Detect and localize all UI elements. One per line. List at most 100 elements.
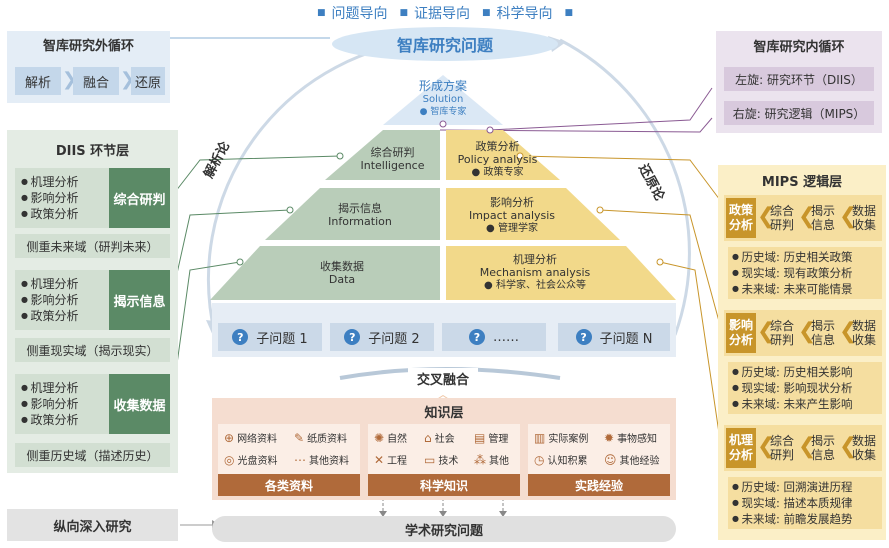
inner-loop-item: 右旋: 研究逻辑（MIPS） — [732, 106, 866, 121]
diis-panel: DIIS 环节层 机理分析影响分析政策分析 综合研判 侧重未来域（研判未来） 机… — [7, 130, 178, 473]
mips-label-policy: 政策 分析 — [726, 198, 756, 238]
tag-evidence-oriented: 证据导向 — [414, 6, 470, 22]
inner-loop-right-spin: 右旋: 研究逻辑（MIPS） — [724, 101, 874, 125]
chevron-left-icon: ❮ — [839, 319, 858, 344]
outer-step-restore: 还原 — [131, 67, 165, 95]
diis-group-3: 机理分析影响分析政策分析 收集数据 — [15, 374, 170, 434]
subproblem-1: ? 子问题 1 — [218, 323, 322, 351]
right-arc — [559, 38, 691, 336]
more-icon: ⋯ — [294, 452, 306, 467]
policy-cn: 政策分析 — [475, 139, 520, 153]
pyramid-left-label-3: 收集数据 Data — [262, 256, 422, 290]
knowledge-item: ⊕网络资料 — [224, 430, 278, 446]
outer-step-fuse: 融合 — [73, 67, 119, 95]
impact-cn: 影响分析 — [490, 195, 534, 209]
people-icon: ☺ — [604, 452, 617, 467]
information-cn: 揭示信息 — [338, 202, 382, 215]
chevron-left-icon: ❮ — [839, 204, 858, 229]
knowledge-footer-materials: 各类资料 — [218, 474, 360, 496]
knowledge-item: ⋯其他资料 — [294, 452, 349, 468]
pyramid-right-tier-3 — [446, 246, 676, 300]
diis-line-2 — [171, 209, 291, 297]
subproblem-2: ? 子问题 2 — [330, 323, 434, 351]
knowledge-item: ▥实际案例 — [534, 430, 589, 446]
outer-loop-title: 智库研究外循环 — [42, 38, 134, 54]
intelligence-en: Intelligence — [360, 159, 425, 172]
mips-step: 综合 研判 — [769, 204, 794, 232]
building-icon: ⌂ — [424, 430, 432, 445]
mips-step: 综合 研判 — [769, 319, 794, 347]
tools-icon: ✕ — [374, 452, 385, 467]
academic-issue-bar: 学术研究问题 — [212, 516, 676, 542]
vertical-research-box: 纵向深入研究 — [7, 509, 178, 541]
policy-en: Policy analysis — [457, 152, 538, 166]
chevron-left-icon: ❮ — [757, 434, 776, 459]
main-issue-ellipse: 智库研究问题 — [332, 27, 558, 61]
question-icon: ? — [344, 329, 361, 345]
question-icon: ? — [575, 329, 592, 345]
diis-label-reveal: 揭示信息 — [109, 270, 170, 330]
knowledge-item: ⁂其他 — [474, 452, 509, 468]
knowledge-footer-science: 科学知识 — [368, 474, 520, 496]
mips-bullets-impact: 历史域: 历史相关影响现实域: 影响现状分析未来域: 未来产生影响 — [728, 362, 882, 414]
bar-chart-icon: ▥ — [534, 430, 546, 445]
mips-step: 综合 研判 — [769, 434, 794, 462]
knowledge-item: ✹事物感知 — [604, 430, 658, 446]
subproblem-label: 子问题 N — [599, 331, 653, 347]
mechanism-cn: 机理分析 — [513, 252, 557, 266]
knowledge-item: ☺其他经验 — [604, 452, 660, 468]
inner-loop-line-2 — [439, 117, 713, 133]
solution-who: ● 智库专家 — [419, 106, 467, 117]
pyramid-left-tier-1 — [325, 130, 440, 180]
diis-group-2: 机理分析影响分析政策分析 揭示信息 — [15, 270, 170, 330]
solution-en: Solution — [422, 93, 464, 105]
chevron-left-icon: ❮ — [798, 204, 817, 229]
tag-problem-oriented: 问题导向 — [331, 6, 388, 22]
knowledge-item: ✕工程 — [374, 452, 408, 468]
inner-loop-line-1 — [489, 87, 713, 131]
subproblem-label: …… — [493, 329, 519, 345]
pyramid-top — [383, 75, 503, 125]
impact-who: ● 管理学家 — [486, 222, 538, 234]
diis-group-1: 机理分析影响分析政策分析 综合研判 — [15, 168, 170, 228]
monitor-icon: ▭ — [424, 452, 436, 467]
knowledge-col-science: ✺自然 ⌂社会 ▤管理 ✕工程 ▭技术 ⁂其他 科学知识 — [368, 424, 520, 496]
diis-note-future: 侧重未来域（研判未来） — [15, 234, 170, 258]
mips-line-1 — [519, 155, 721, 201]
mips-bullets-mechanism: 历史域: 回溯演进历程现实域: 描述本质规律未来域: 前瞻发展趋势 — [728, 477, 882, 529]
diis-line-3 — [171, 261, 241, 401]
knowledge-item: ◎光盘资料 — [224, 452, 278, 468]
subproblem-n: ? 子问题 N — [558, 323, 670, 351]
knowledge-item: ⌂社会 — [424, 430, 455, 446]
cross-fusion-label: 交叉融合 — [408, 368, 478, 388]
knowledge-item: ✺自然 — [374, 430, 408, 446]
pyramid-left-tier-2 — [265, 188, 440, 240]
inner-loop-item: 左旋: 研究环节（DIIS） — [735, 72, 863, 87]
diis-title: DIIS 环节层 — [55, 143, 130, 159]
subproblem-label: 子问题 1 — [256, 331, 308, 347]
tag-science-oriented: 科学导向 — [496, 6, 553, 22]
mips-step: 数据 收集 — [851, 319, 876, 347]
impact-en: Impact analysis — [468, 208, 556, 222]
pyramid-left-label-1: 综合研判 Intelligence — [345, 142, 440, 176]
inner-loop-left-spin: 左旋: 研究环节（DIIS） — [724, 67, 874, 91]
document-icon: ✎ — [294, 430, 305, 445]
subproblem-strip: ? 子问题 1 ? 子问题 2 ? …… ? 子问题 N — [212, 303, 676, 357]
knowledge-item: ▤管理 — [474, 430, 509, 446]
atom-icon: ✺ — [374, 430, 385, 445]
subproblem-label: 子问题 2 — [368, 331, 420, 347]
diis-bullets: 机理分析影响分析政策分析 — [21, 174, 79, 222]
knowledge-footer-practice: 实践经验 — [528, 474, 670, 496]
mips-line-2 — [599, 209, 721, 326]
mips-title: MIPS 逻辑层 — [761, 174, 843, 190]
mips-bullets-policy: 历史域: 历史相关政策现实域: 现有政策分析未来域: 未来可能情景 — [728, 247, 882, 299]
pyramid-right-label-3: 机理分析 Mechanism analysis ● 科学家、社会公众等 — [455, 251, 615, 293]
knowledge-col-materials: ⊕网络资料 ✎纸质资料 ◎光盘资料 ⋯其他资料 各类资料 — [218, 424, 360, 496]
chevron-left-icon: ❮ — [757, 204, 776, 229]
knowledge-item: ▭技术 — [424, 452, 459, 468]
solution-cn: 形成方案 — [418, 78, 467, 93]
pyramid-right-label-2: 影响分析 Impact analysis ● 管理学家 — [452, 195, 572, 235]
knowledge-col-practice: ▥实际案例 ✹事物感知 ◷认知积累 ☺其他经验 实践经验 — [528, 424, 670, 496]
clock-icon: ◷ — [534, 452, 545, 467]
network-icon: ⁂ — [474, 452, 486, 467]
